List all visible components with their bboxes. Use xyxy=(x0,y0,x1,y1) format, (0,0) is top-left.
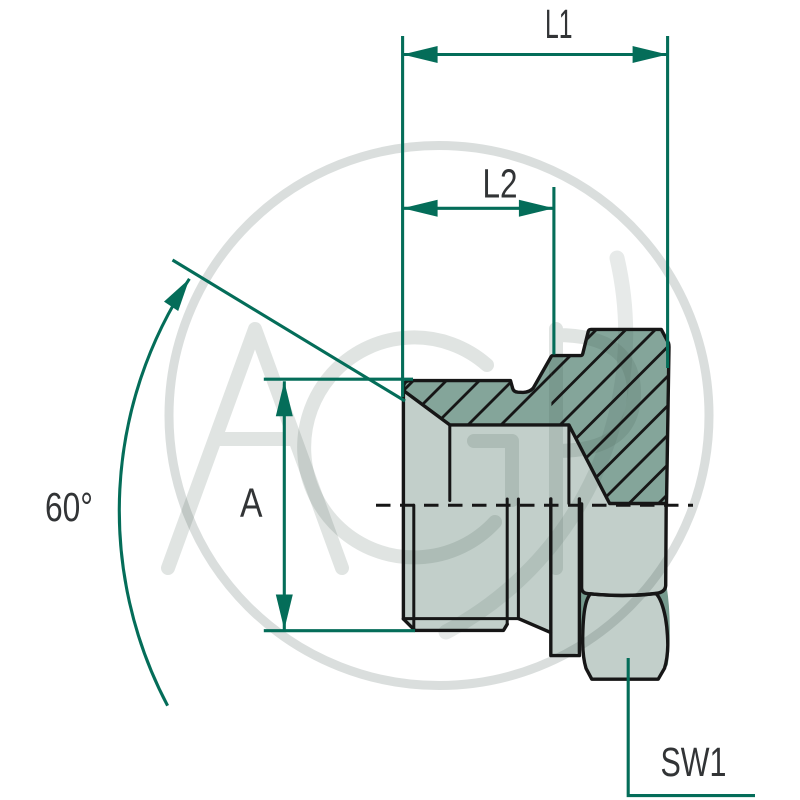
cone-lower-line xyxy=(516,616,553,635)
l2-arrow-right xyxy=(518,199,554,217)
l1-arrow-left xyxy=(402,46,438,63)
l2-arrow-left xyxy=(402,199,438,217)
dimension-l1: L1 xyxy=(401,1,670,397)
bore-fill xyxy=(403,389,610,506)
a-label: A xyxy=(240,479,263,525)
a-arrow-top xyxy=(275,381,293,417)
l2-label: L2 xyxy=(483,161,518,207)
angle-label: 60° xyxy=(45,484,93,530)
dimensions: L1 L2 A 60° SW1 xyxy=(45,1,755,798)
hex-bottom-face-outline xyxy=(580,591,670,681)
thread-outline xyxy=(401,617,509,633)
angle-cone-line xyxy=(171,258,406,403)
watermark-letter-g xyxy=(297,330,519,565)
hex-bottom-face-fill xyxy=(582,593,668,680)
hatch-line xyxy=(582,329,669,504)
hatch-line xyxy=(611,329,669,504)
dimension-angle: 60° xyxy=(45,258,406,707)
hatch-line xyxy=(405,356,552,425)
watermark-letter-a xyxy=(161,322,349,575)
dimension-l2: L2 xyxy=(402,161,556,355)
l1-label: L1 xyxy=(545,1,573,47)
hatch-line xyxy=(403,356,552,425)
l1-arrow-right xyxy=(632,46,668,63)
sw1-label: SW1 xyxy=(661,739,727,785)
watermark-ring xyxy=(164,141,714,690)
hatch-line xyxy=(551,329,669,504)
a-arrow-bottom xyxy=(275,594,293,630)
hatch-line xyxy=(403,356,552,425)
angle-arc xyxy=(117,277,191,707)
watermark-letters xyxy=(161,322,641,575)
hatch-line xyxy=(551,329,657,504)
hatch-line xyxy=(551,329,627,504)
sw1-leader xyxy=(626,658,755,798)
hex-upper-face-fill xyxy=(581,504,667,596)
section-fill xyxy=(403,329,669,504)
collar-outline xyxy=(549,497,582,658)
hatch-line xyxy=(551,329,669,504)
dimension-a: A xyxy=(240,377,415,633)
angle-arc-arrow xyxy=(164,278,190,311)
dimension-sw1: SW1 xyxy=(626,658,755,798)
